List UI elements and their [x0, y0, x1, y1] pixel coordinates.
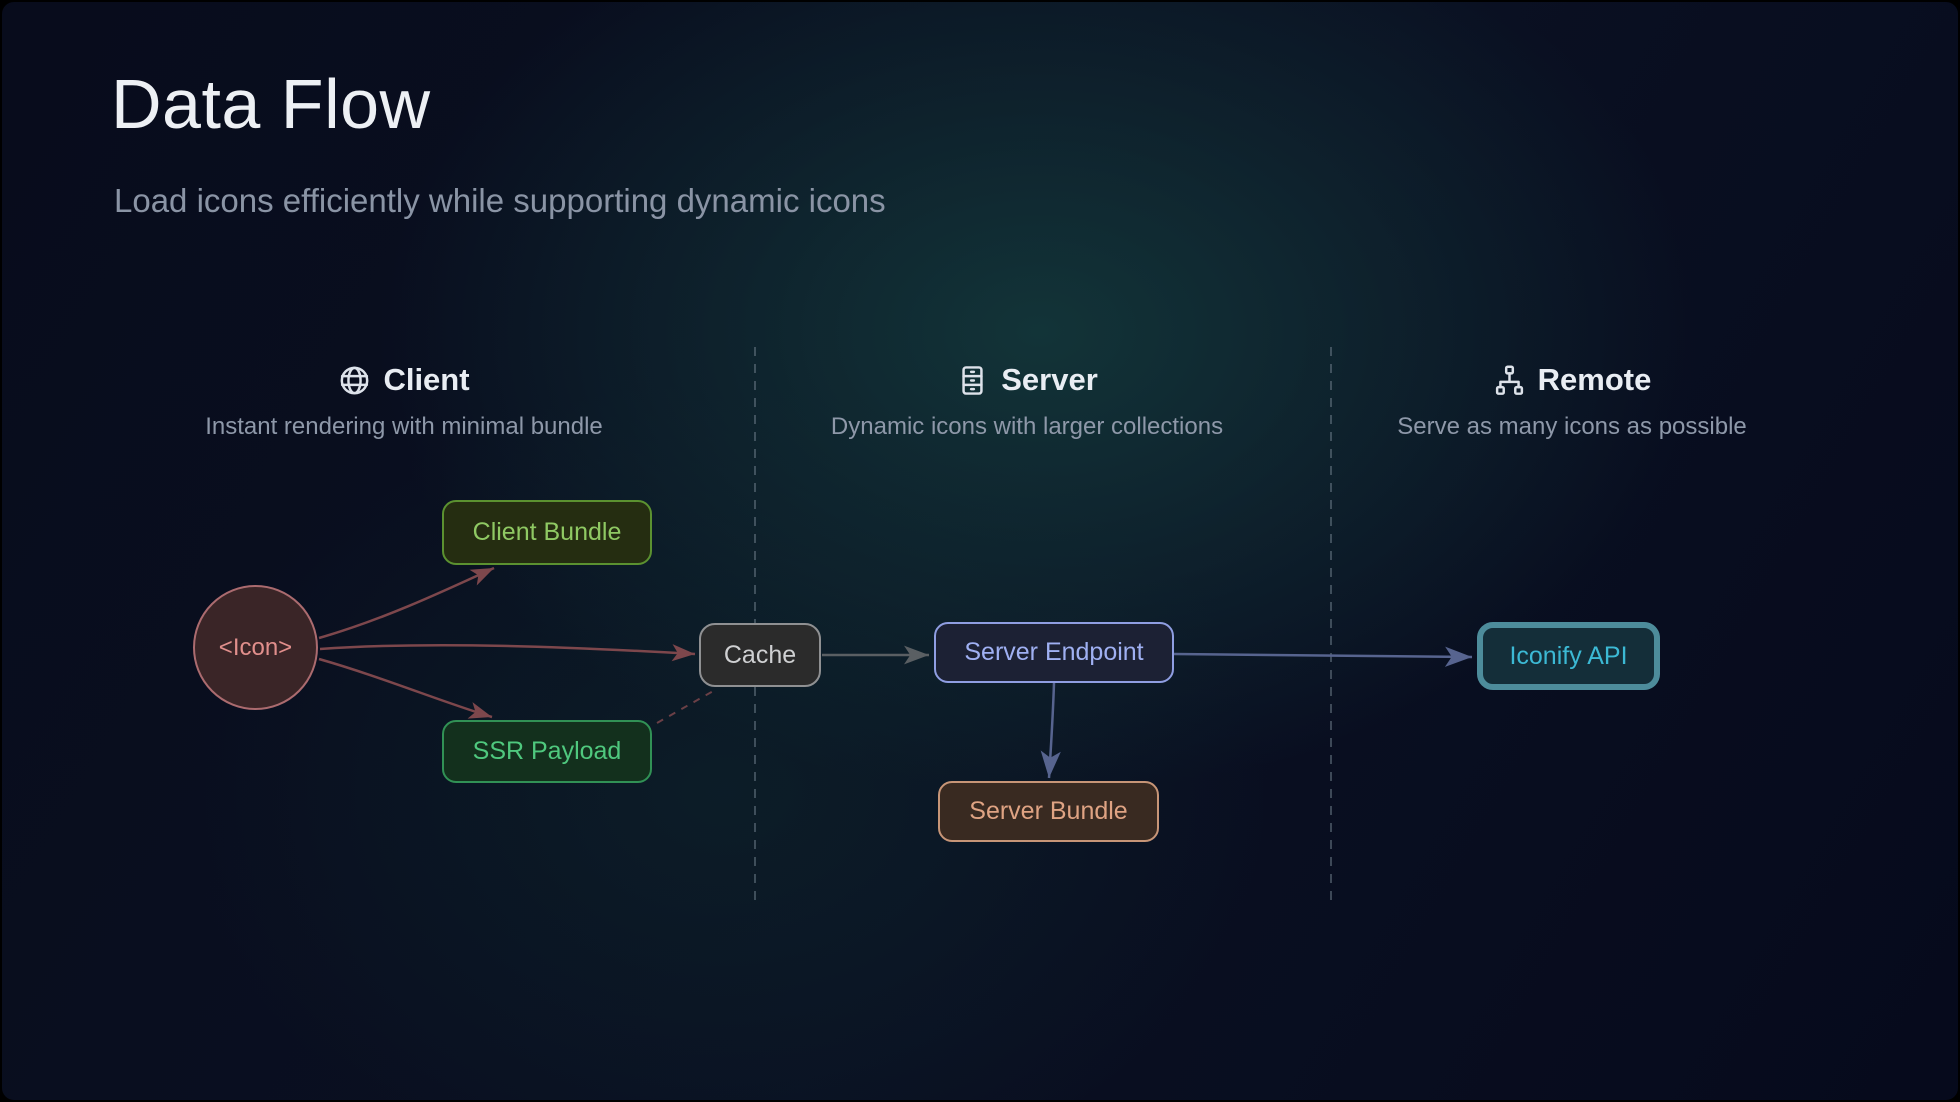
node-client-bundle: Client Bundle [442, 500, 652, 565]
node-server-bundle-label: Server Bundle [969, 797, 1128, 825]
edge-ssr-payload-to-cache [656, 689, 716, 724]
archive-icon [956, 364, 989, 397]
section-client: Client Instant rendering with minimal bu… [124, 362, 684, 441]
node-cache: Cache [699, 623, 821, 687]
section-client-header: Client [124, 362, 684, 398]
page-subtitle: Load icons efficiently while supporting … [114, 182, 886, 219]
section-remote-subtitle: Serve as many icons as possible [1397, 413, 1747, 440]
section-server-title: Server [1001, 362, 1098, 397]
node-server-bundle: Server Bundle [938, 781, 1159, 842]
edge-icon-to-ssr-payload [318, 657, 493, 719]
section-server: Server Dynamic icons with larger collect… [747, 362, 1307, 441]
node-ssr-payload-label: SSR Payload [472, 737, 622, 765]
node-icon-component-label: <Icon> [218, 633, 293, 661]
node-icon-component: <Icon> [193, 585, 318, 710]
network-icon [1493, 364, 1526, 397]
node-client-bundle-label: Client Bundle [472, 518, 622, 546]
edge-server-endpoint-to-iconify-api [1173, 646, 1473, 667]
edge-icon-to-cache [319, 643, 696, 662]
section-remote-title: Remote [1537, 362, 1652, 397]
node-server-endpoint-label: Server Endpoint [964, 638, 1144, 666]
section-client-title: Client [383, 362, 470, 397]
globe-icon [338, 364, 371, 397]
edge-icon-to-client-bundle [318, 566, 495, 640]
node-server-endpoint: Server Endpoint [934, 622, 1174, 683]
page-title: Data Flow [111, 65, 431, 143]
section-client-subtitle: Instant rendering with minimal bundle [205, 413, 603, 440]
edge-server-endpoint-to-server-bundle [1040, 682, 1061, 779]
section-remote-header: Remote [1292, 362, 1852, 398]
section-server-subtitle: Dynamic icons with larger collections [830, 413, 1224, 440]
node-iconify-api: Iconify API [1477, 622, 1660, 690]
node-cache-label: Cache [723, 640, 797, 669]
section-remote: Remote Serve as many icons as possible [1292, 362, 1852, 441]
node-iconify-api-label: Iconify API [1509, 641, 1628, 670]
node-ssr-payload: SSR Payload [442, 720, 652, 783]
section-server-header: Server [747, 362, 1307, 398]
